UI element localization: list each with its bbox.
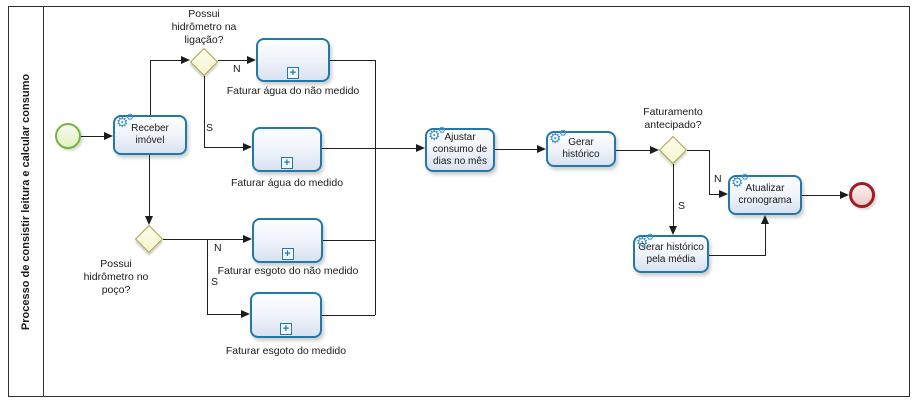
gateway-label: Possui hidrômetro no poço?: [83, 258, 149, 296]
lane-header: Processo de consistir leitura e calcular…: [9, 7, 44, 396]
flow-line: [322, 314, 375, 316]
flow-line: [708, 150, 710, 194]
subprocess-plus-icon[interactable]: +: [281, 248, 294, 260]
flow-line: [709, 193, 719, 195]
gateway-label: Possui hidrômetro na ligação?: [171, 8, 237, 46]
flow-line: [616, 149, 650, 151]
arrowhead: [144, 216, 153, 225]
gateway-faturamento-antecipado[interactable]: [658, 135, 688, 165]
subprocess-faturar-agua-nao-medido[interactable]: +: [256, 38, 330, 82]
gateway-label: Faturamento antecipado?: [643, 106, 703, 131]
flow-line: [204, 146, 244, 148]
flow-line: [323, 239, 375, 241]
task-label: Gerar histórico: [562, 137, 600, 160]
arrowhead: [416, 143, 425, 152]
end-event-circle[interactable]: [849, 182, 875, 208]
flow-line: [81, 135, 111, 137]
flow-line: [206, 239, 208, 314]
task-receber-imovel[interactable]: ⚙⚙ Receber imóvel: [113, 112, 187, 155]
flow-line: [374, 60, 376, 315]
flow-line: [163, 238, 244, 240]
diamond-shape: [189, 47, 219, 77]
flow-line: [375, 147, 416, 149]
arrowhead: [241, 309, 250, 318]
task-ajustar-consumo[interactable]: ⚙⚙ Ajustar consumo de dias no mês: [425, 125, 495, 172]
flow-line: [149, 60, 151, 115]
arrowhead: [247, 55, 256, 64]
arrowhead: [760, 215, 769, 224]
lane-title: Processo de consistir leitura e calcular…: [20, 73, 32, 330]
subprocess-label: Faturar esgoto do não medido: [217, 265, 359, 277]
task-gerar-historico-media[interactable]: ⚙⚙ Gerar histórico pela média: [633, 232, 709, 273]
task-label: Ajustar consumo de dias no mês: [432, 132, 488, 167]
start-event-circle[interactable]: [55, 123, 81, 149]
flow-line: [203, 76, 205, 147]
subprocess-faturar-agua-medido[interactable]: +: [252, 127, 322, 172]
task-label: Atualizar cronograma: [738, 183, 792, 206]
arrowhead: [537, 144, 546, 153]
task-label: Gerar histórico pela média: [638, 242, 704, 265]
flow-line: [687, 149, 710, 151]
branch-label: N: [714, 173, 722, 185]
flow-line: [495, 148, 537, 150]
subprocess-label: Faturar água do não medido: [226, 85, 360, 97]
subprocess-label: Faturar esgoto do medido: [225, 345, 347, 357]
subprocess-faturar-esgoto-nao-medido[interactable]: +: [252, 218, 323, 263]
gateway-hidrometro-ligacao[interactable]: [189, 47, 219, 77]
branch-label: S: [206, 122, 214, 134]
flow-line: [330, 59, 376, 61]
subprocess-plus-icon[interactable]: +: [281, 157, 293, 169]
task-label: Receber imóvel: [131, 123, 169, 146]
diamond-shape: [134, 224, 164, 254]
subprocess-plus-icon[interactable]: +: [280, 323, 292, 335]
arrowhead: [840, 190, 849, 199]
flow-line: [802, 194, 840, 196]
flow-line: [150, 59, 182, 61]
subprocess-plus-icon[interactable]: +: [287, 67, 299, 79]
arrowhead: [243, 234, 252, 243]
arrowhead: [719, 189, 728, 198]
arrowhead: [650, 145, 659, 154]
arrowhead: [104, 131, 113, 140]
gateway-hidrometro-poco[interactable]: [134, 224, 164, 254]
flow-line: [218, 59, 248, 61]
branch-label: S: [211, 276, 219, 288]
flow-line: [672, 164, 674, 226]
arrowhead: [181, 55, 190, 64]
task-gerar-historico[interactable]: ⚙⚙ Gerar histórico: [546, 128, 616, 167]
flow-line: [148, 155, 150, 217]
flow-line: [207, 313, 242, 315]
subprocess-faturar-esgoto-medido[interactable]: +: [250, 292, 322, 338]
arrowhead: [243, 142, 252, 151]
branch-label: N: [214, 242, 222, 254]
task-atualizar-cronograma[interactable]: ⚙⚙ Atualizar cronograma: [728, 172, 802, 215]
subprocess-label: Faturar água do medido: [230, 177, 344, 189]
diamond-shape: [658, 135, 688, 165]
flow-line: [709, 254, 766, 256]
flow-line: [764, 222, 766, 255]
branch-label: N: [233, 63, 241, 75]
arrowhead: [668, 226, 677, 235]
branch-label: S: [678, 200, 686, 212]
flow-line: [322, 147, 375, 149]
